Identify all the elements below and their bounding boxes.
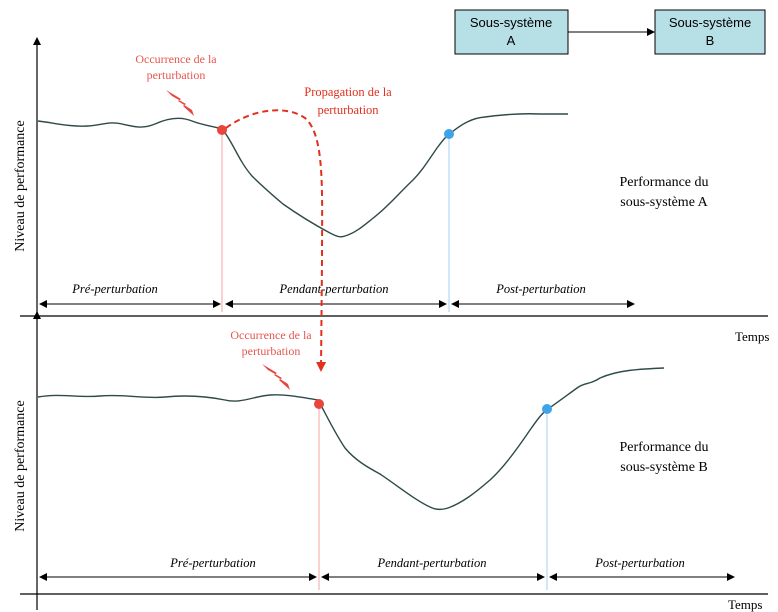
- phase-label-pre-a: Pré-perturbation: [71, 282, 157, 296]
- event-label-b-line2: perturbation: [242, 344, 301, 358]
- panel-b: Niveau de performance Temps Occurrence d…: [13, 311, 768, 612]
- propagation-arrow: [225, 109, 327, 372]
- recovery-point-a: [444, 129, 454, 139]
- phase-label-post-b: Post-perturbation: [594, 556, 685, 570]
- box-a-line2: A: [507, 33, 516, 48]
- event-label-b-line1: Occurrence de la: [230, 328, 312, 342]
- box-b-line1: Sous-système: [669, 15, 751, 30]
- y-axis-label-a: Niveau de performance: [13, 120, 28, 251]
- lightning-icon-a: [166, 90, 194, 116]
- caption-b-line2: sous-système B: [620, 460, 708, 475]
- disruption-point-a: [217, 125, 227, 135]
- caption-a-line2: sous-système A: [620, 195, 708, 210]
- phase-label-post-a: Post-perturbation: [495, 282, 586, 296]
- box-b-line2: B: [706, 33, 715, 48]
- recovery-point-b: [542, 404, 552, 414]
- caption-b-line1: Performance du: [619, 440, 708, 455]
- caption-a-line1: Performance du: [619, 175, 708, 190]
- subsystem-flow: Sous-système A Sous-système B: [454, 9, 766, 55]
- performance-curve-a: [37, 113, 568, 238]
- propagation-label-line2: perturbation: [317, 103, 379, 117]
- propagation: Propagation de la perturbation: [225, 85, 392, 372]
- panel-a: Niveau de performance Temps Occurrence d…: [13, 37, 769, 344]
- box-subsystem-b: [654, 9, 766, 55]
- disruption-point-b: [314, 399, 324, 409]
- phase-label-pre-b: Pré-perturbation: [169, 556, 255, 570]
- phase-label-during-a: Pendant-perturbation: [278, 282, 388, 296]
- propagation-label-line1: Propagation de la: [304, 85, 392, 99]
- box-a-line1: Sous-système: [470, 15, 552, 30]
- x-axis-label-a: Temps: [735, 329, 769, 344]
- y-axis-label-b: Niveau de performance: [13, 400, 28, 531]
- x-axis-label-b: Temps: [728, 597, 762, 612]
- phase-label-during-b: Pendant-perturbation: [376, 556, 486, 570]
- performance-curve-b: [37, 367, 665, 511]
- event-label-a-line1: Occurrence de la: [135, 52, 217, 66]
- event-label-a-line2: perturbation: [147, 68, 206, 82]
- lightning-icon-b: [262, 364, 290, 390]
- box-subsystem-a: [454, 9, 569, 55]
